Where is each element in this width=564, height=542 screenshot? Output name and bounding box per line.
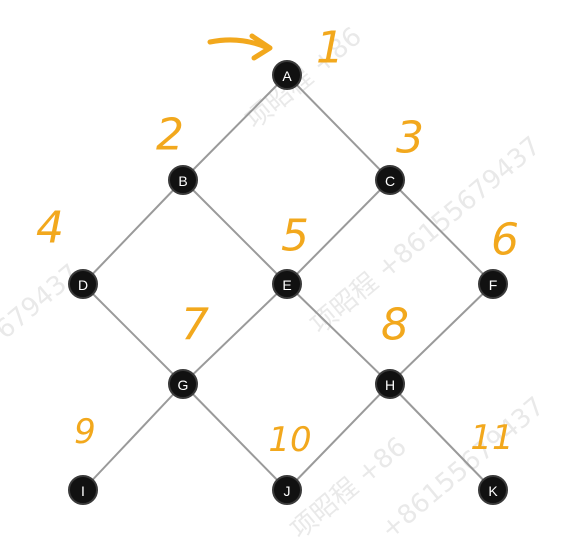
node-circle xyxy=(68,269,98,299)
node-label: D xyxy=(78,277,88,293)
edge-B-E xyxy=(182,179,288,285)
node-circle xyxy=(68,475,98,505)
annotation-5: 5 xyxy=(281,211,309,262)
edge-E-H xyxy=(286,283,391,385)
node-B: B xyxy=(168,165,198,195)
annotation-8: 8 xyxy=(381,300,409,351)
annotation-2: 2 xyxy=(156,110,184,161)
node-G: G xyxy=(168,369,198,399)
watermark-4: +86155679437 xyxy=(375,391,550,542)
edge-A-C xyxy=(286,74,391,181)
edge-B-D xyxy=(82,179,184,285)
node-label: C xyxy=(385,173,395,189)
node-C: C xyxy=(375,165,405,195)
node-label: F xyxy=(489,277,498,293)
edge-layer xyxy=(82,74,494,491)
node-circle xyxy=(478,475,508,505)
node-J: J xyxy=(272,475,302,505)
node-label: H xyxy=(385,377,395,393)
node-circle xyxy=(168,165,198,195)
node-circle xyxy=(168,369,198,399)
node-I: I xyxy=(68,475,98,505)
node-circle xyxy=(375,165,405,195)
node-label: E xyxy=(282,277,291,293)
node-label: J xyxy=(284,483,291,499)
annotation-9: 9 xyxy=(74,412,96,452)
edge-E-G xyxy=(182,283,288,385)
node-circle xyxy=(272,475,302,505)
node-layer: A B C D E F G H I J K xyxy=(68,60,508,505)
node-circle xyxy=(375,369,405,399)
node-circle xyxy=(478,269,508,299)
edge-C-F xyxy=(389,179,494,285)
edge-H-K xyxy=(389,383,494,491)
edge-H-J xyxy=(286,383,391,491)
annotation-3: 3 xyxy=(396,113,424,164)
node-E: E xyxy=(272,269,302,299)
node-D: D xyxy=(68,269,98,299)
edge-A-B xyxy=(182,74,288,181)
annotation-10: 10 xyxy=(268,420,311,460)
annotation-6: 6 xyxy=(491,215,519,266)
node-label: K xyxy=(488,483,498,499)
annotation-4: 4 xyxy=(36,203,64,254)
annotation-7: 7 xyxy=(181,300,209,351)
node-label: B xyxy=(178,173,187,189)
edge-G-I xyxy=(82,383,184,491)
node-H: H xyxy=(375,369,405,399)
start-arrow-head-icon xyxy=(249,33,273,61)
node-circle xyxy=(272,269,302,299)
edge-F-H xyxy=(389,283,494,385)
node-A: A xyxy=(272,60,302,90)
node-label: G xyxy=(178,377,189,393)
annotation-1: 1 xyxy=(316,23,344,74)
edge-D-G xyxy=(82,283,184,385)
edge-C-E xyxy=(286,179,391,285)
annotation-layer: 1 2 3 4 5 6 7 8 9 10 11 xyxy=(36,23,519,461)
node-circle xyxy=(272,60,302,90)
node-K: K xyxy=(478,475,508,505)
watermark-3: 679437 xyxy=(0,259,86,346)
node-F: F xyxy=(478,269,508,299)
edge-G-J xyxy=(182,383,288,491)
node-label: A xyxy=(282,68,292,84)
node-label: I xyxy=(81,483,85,499)
annotation-11: 11 xyxy=(470,418,513,458)
